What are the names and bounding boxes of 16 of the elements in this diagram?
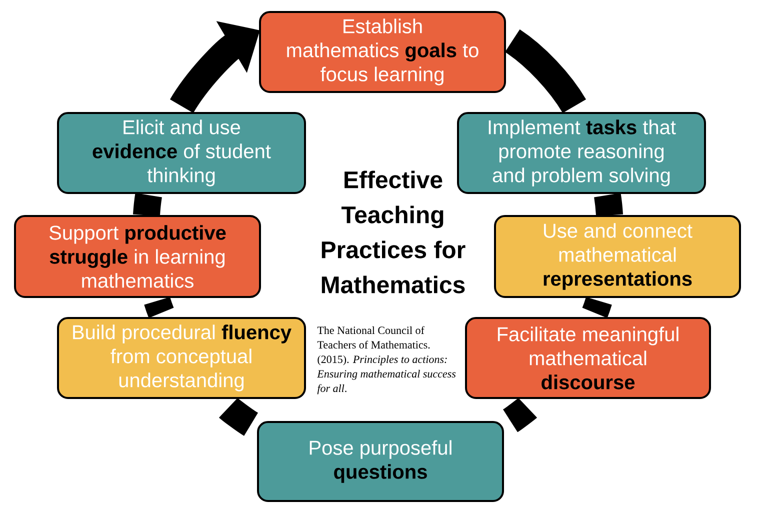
connector-band	[219, 398, 258, 436]
connector-band	[502, 397, 536, 432]
connector-band	[504, 30, 586, 114]
connector-band	[582, 296, 612, 318]
practice-box: Pose purposeful questions	[257, 421, 504, 502]
practice-box: Facilitate meaningful mathematical discourse	[465, 317, 711, 399]
practice-box: Implement tasks that promote reasoning and problem solving	[457, 112, 706, 194]
connector-band	[144, 296, 174, 318]
practice-box: Elicit and use evidence of student thinking	[57, 112, 306, 194]
connector-band	[133, 193, 162, 216]
citation: The National Council of Teachers of Mathematics. (2015). Principles to actions: Ensuring mathematical success for all.	[317, 326, 456, 394]
practice-box: Build procedural fluency from conceptual understanding	[57, 317, 306, 399]
connector-band	[594, 193, 623, 216]
practice-box: Support productive struggle in learning mathematics	[14, 215, 261, 298]
practice-box: Establish mathematics goals to focus learning	[259, 11, 506, 93]
practice-box: Use and connect mathematical representations	[494, 215, 741, 298]
